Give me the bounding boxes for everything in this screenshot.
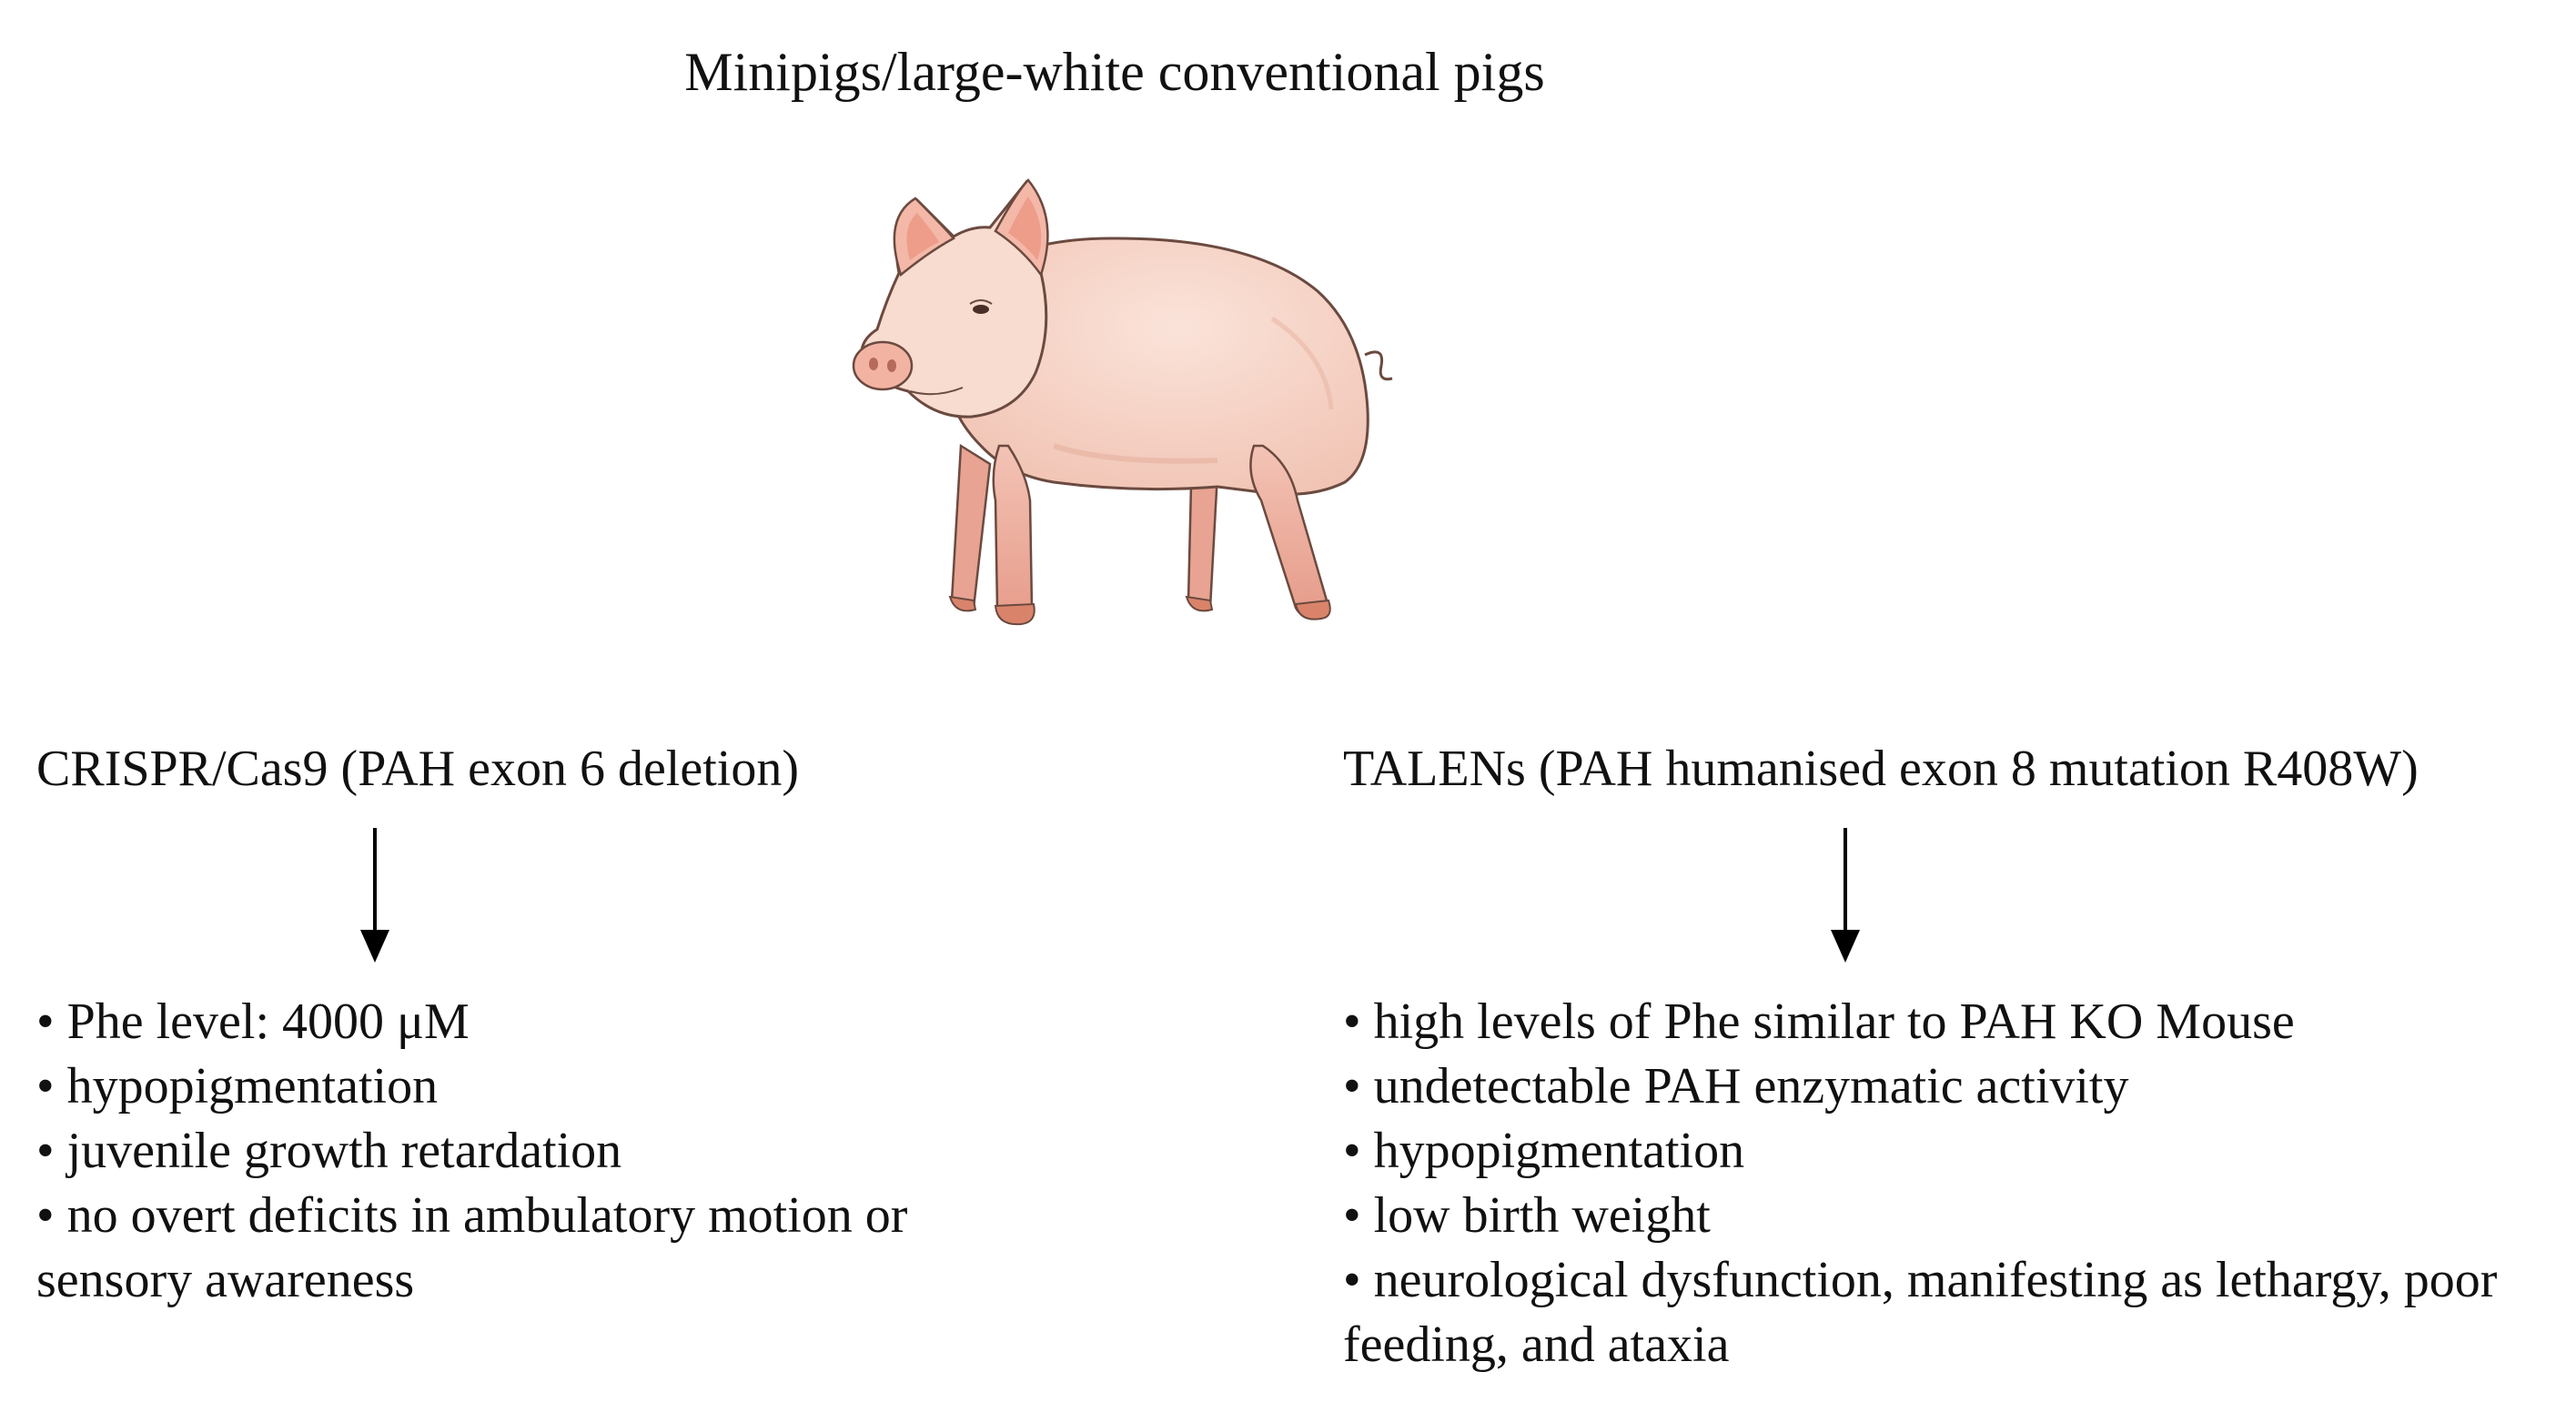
list-item: •hypopigmentation (36, 1054, 1019, 1119)
bullet: • (36, 1123, 55, 1179)
outcome-text: undetectable PAH enzymatic activity (1373, 1058, 2129, 1115)
pig-tail-icon (1364, 350, 1393, 381)
outcome-text: low birth weight (1373, 1187, 1711, 1244)
bullet: • (36, 1187, 55, 1244)
list-item: •low birth weight (1343, 1184, 2571, 1248)
outcome-text: no overt deficits in ambulatory motion o… (36, 1187, 908, 1308)
bullet: • (1343, 1187, 1361, 1244)
list-item: •undetectable PAH enzymatic activity (1343, 1054, 2571, 1119)
pig-eye-icon (973, 305, 989, 314)
list-item: •juvenile growth retardation (36, 1119, 1019, 1184)
outcome-text: hypopigmentation (1373, 1123, 1745, 1179)
bullet: • (1343, 994, 1361, 1050)
down-arrow-icon (360, 828, 389, 963)
list-item: •Phe level: 4000 μM (36, 990, 1019, 1054)
down-arrow-icon (1831, 828, 1860, 963)
talens-outcomes-list: •high levels of Phe similar to PAH KO Mo… (1343, 990, 2571, 1377)
list-item: •hypopigmentation (1343, 1119, 2571, 1184)
bullet: • (36, 1058, 55, 1115)
outcome-text: Phe level: 4000 μM (66, 994, 470, 1050)
outcome-text: high levels of Phe similar to PAH KO Mou… (1373, 994, 2295, 1050)
list-item: •no overt deficits in ambulatory motion … (36, 1184, 1019, 1313)
pig-illustration (852, 178, 1393, 626)
outcome-text: juvenile growth retardation (66, 1123, 622, 1179)
outcome-text: neurological dysfunction, manifesting as… (1343, 1252, 2498, 1373)
bullet: • (1343, 1252, 1361, 1308)
pig-snout-icon (852, 340, 914, 391)
near-front-leg (992, 444, 1035, 626)
bullet: • (1343, 1058, 1361, 1115)
crispr-outcomes-list: •Phe level: 4000 μM •hypopigmentation •j… (36, 990, 1019, 1313)
crispr-method-label: CRISPR/Cas9 (PAH exon 6 deletion) (36, 741, 799, 797)
outcome-text: hypopigmentation (66, 1058, 439, 1115)
far-front-leg (948, 443, 992, 612)
near-back-leg (1249, 444, 1331, 620)
list-item: •high levels of Phe similar to PAH KO Mo… (1343, 990, 2571, 1054)
list-item: •neurological dysfunction, manifesting a… (1343, 1248, 2571, 1377)
bullet: • (36, 994, 55, 1050)
bullet: • (1343, 1123, 1361, 1179)
diagram-title: Minipigs/large-white conventional pigs (684, 42, 1545, 102)
talens-method-label: TALENs (PAH humanised exon 8 mutation R4… (1343, 741, 2419, 797)
